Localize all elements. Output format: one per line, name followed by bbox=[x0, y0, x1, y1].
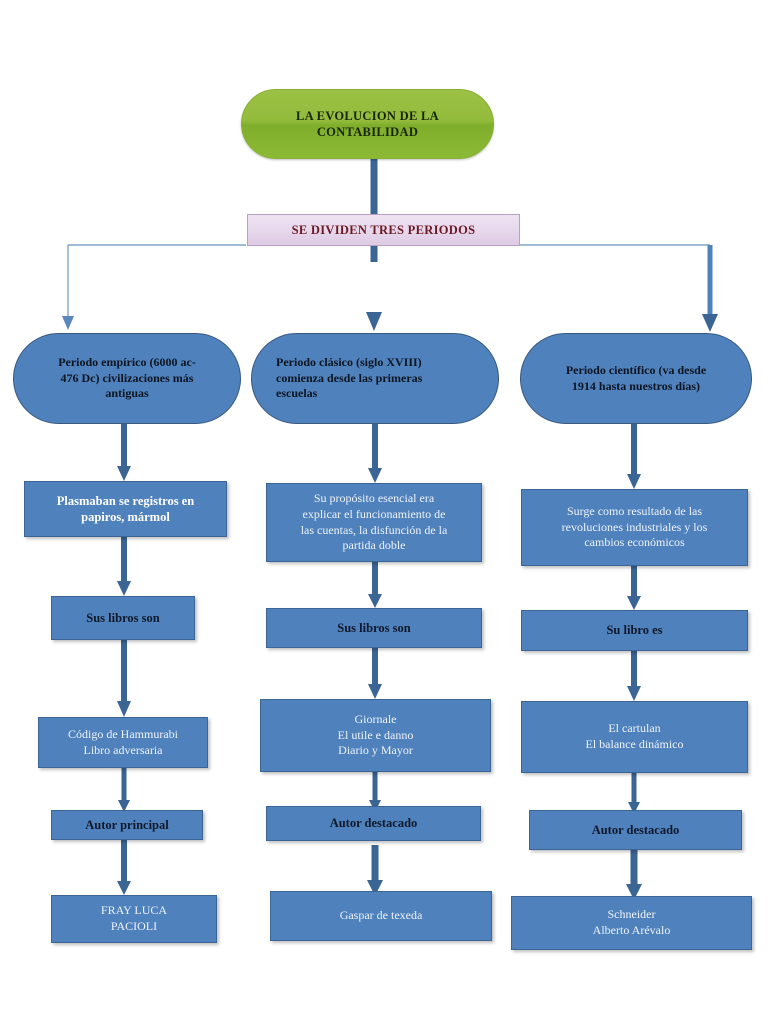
line-2: Libro adversaria bbox=[83, 742, 163, 757]
line-1: El cartulan bbox=[608, 721, 661, 736]
step-empirico-libros-label-text: Sus libros son bbox=[86, 610, 160, 625]
step-clasico-autor-nombre: Gaspar de texeda bbox=[270, 891, 492, 941]
line-2: Alberto Arévalo bbox=[592, 923, 671, 937]
line-2: papiros, mármol bbox=[81, 510, 170, 524]
step-cientifico-libros-label: Su libro es bbox=[521, 610, 748, 651]
subtitle-node-text: SE DIVIDEN TRES PERIODOS bbox=[291, 222, 476, 237]
line-1: Código de Hammurabi bbox=[68, 726, 178, 741]
step-clasico-libros-label: Sus libros son bbox=[266, 608, 482, 648]
step-empirico-descripcion-text: Plasmaban se registros en papiros, mármol bbox=[25, 493, 226, 526]
line-2: explicar el funcionamiento de bbox=[302, 506, 446, 521]
title-line-1: LA EVOLUCION DE LA bbox=[295, 108, 440, 123]
period-node-clasico-text: Periodo clásico (siglo XVIII)comienza de… bbox=[252, 355, 498, 402]
period-line-1: Periodo empírico (6000 ac- bbox=[58, 354, 196, 369]
line-1: Giornale bbox=[354, 711, 397, 726]
step-clasico-autor-nombre-text: Gaspar de texeda bbox=[339, 908, 423, 923]
step-empirico-autor-label-text: Autor principal bbox=[85, 817, 169, 832]
line-2: PACIOLI bbox=[110, 919, 158, 933]
title-line-2: CONTABILIDAD bbox=[316, 125, 419, 139]
line-3: cambios económicos bbox=[584, 535, 685, 550]
line-2: El utile e danno bbox=[337, 727, 414, 742]
title-node-text: LA EVOLUCION DE LA CONTABILIDAD bbox=[242, 108, 493, 141]
period-line-1: Periodo clásico (siglo XVIII) bbox=[276, 354, 422, 369]
period-line-2: 476 Dc) civilizaciones más bbox=[60, 370, 194, 385]
title-node: LA EVOLUCION DE LA CONTABILIDAD bbox=[241, 89, 494, 159]
line-1: Surge como resultado de las bbox=[566, 503, 703, 518]
line-2: El balance dinámico bbox=[585, 737, 684, 751]
line-3: las cuentas, la disfunción de la bbox=[300, 522, 448, 537]
line-1: Schneider bbox=[607, 907, 656, 922]
period-node-empirico: Periodo empírico (6000 ac-476 Dc) civili… bbox=[13, 333, 241, 424]
period-line-1: Periodo científico (va desde bbox=[565, 362, 707, 377]
period-node-empirico-text: Periodo empírico (6000 ac-476 Dc) civili… bbox=[14, 355, 240, 402]
period-line-3: antiguas bbox=[105, 386, 149, 401]
step-cientifico-libros-label-text: Su libro es bbox=[606, 623, 663, 638]
period-line-2: 1914 hasta nuestros días) bbox=[571, 378, 701, 393]
line-3: Diario y Mayor bbox=[338, 743, 413, 758]
step-clasico-autor-label: Autor destacado bbox=[266, 806, 481, 841]
step-empirico-descripcion: Plasmaban se registros en papiros, mármol bbox=[24, 481, 227, 537]
step-clasico-autor-label-text: Autor destacado bbox=[329, 816, 418, 831]
line-1: Su propósito esencial era bbox=[313, 490, 435, 505]
step-cientifico-autor-label: Autor destacado bbox=[529, 810, 742, 850]
period-line-2: comienza desde las primeras bbox=[276, 370, 423, 385]
line-2: revoluciones industriales y los bbox=[561, 519, 708, 534]
step-empirico-libros-label: Sus libros son bbox=[51, 596, 195, 640]
line-1: FRAY LUCA bbox=[100, 903, 168, 918]
period-line-3: escuelas bbox=[276, 386, 318, 401]
step-cientifico-autor-label-text: Autor destacado bbox=[591, 822, 680, 837]
step-empirico-autor-label: Autor principal bbox=[51, 810, 203, 840]
line-1: Plasmaban se registros en bbox=[56, 493, 195, 508]
step-clasico-libros-label-text: Sus libros son bbox=[337, 620, 411, 635]
line-4: partida doble bbox=[342, 538, 406, 553]
period-node-clasico: Periodo clásico (siglo XVIII)comienza de… bbox=[251, 333, 499, 424]
subtitle-node: SE DIVIDEN TRES PERIODOS bbox=[247, 214, 520, 246]
